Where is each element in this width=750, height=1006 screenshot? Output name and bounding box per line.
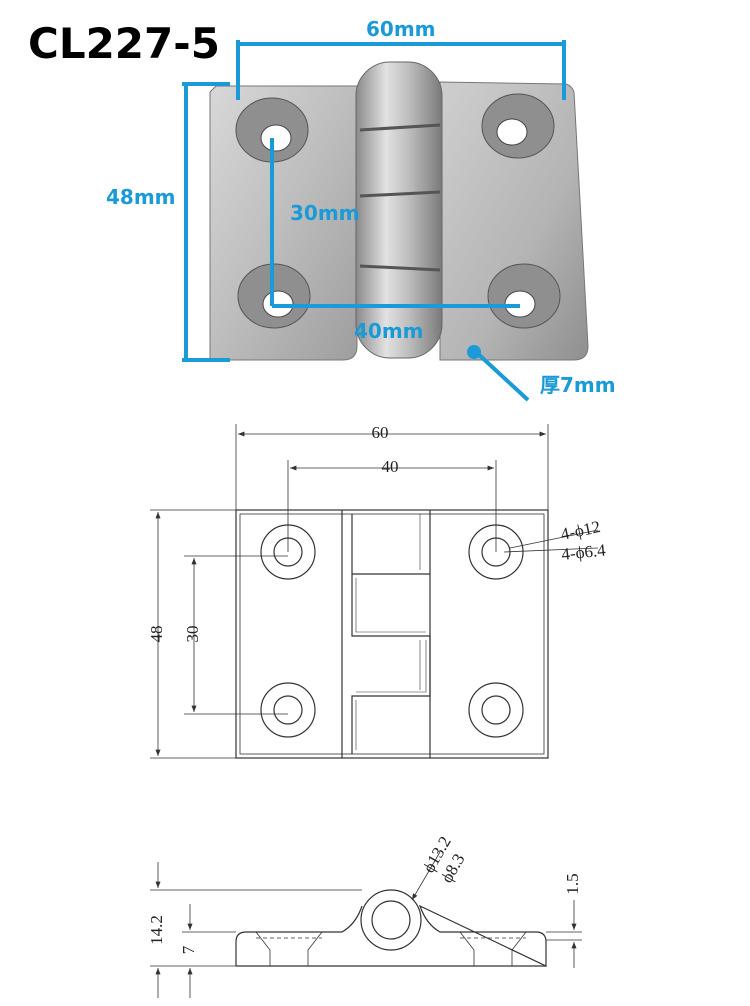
photo-height-label: 48mm xyxy=(106,185,176,209)
photo-dimension-lines xyxy=(182,40,566,402)
front-dim-60: 60 xyxy=(372,423,389,442)
photo-hole-br xyxy=(487,263,561,329)
front-hole-outer-label: 4-ϕ12 xyxy=(559,517,602,544)
side-dim-7: 7 xyxy=(179,945,198,954)
front-hole-inner-label: 4-ϕ6.4 xyxy=(560,540,607,564)
front-outline xyxy=(235,509,549,759)
photo-width-label: 60mm xyxy=(366,17,436,41)
model-title: CL227-5 xyxy=(28,19,220,68)
front-drawing xyxy=(150,424,599,759)
photo-hole-tr xyxy=(481,93,555,159)
knuckle-barrel xyxy=(355,61,443,359)
thickness-marker-dot xyxy=(467,345,481,359)
side-hole-left xyxy=(255,931,323,966)
front-dim-40: 40 xyxy=(382,457,399,476)
photo-thickness-label: 厚7mm xyxy=(540,373,616,397)
front-hole-br xyxy=(468,682,524,738)
side-pin-inner xyxy=(371,900,411,940)
side-dim-1-5: 1.5 xyxy=(563,873,582,894)
side-hole-right xyxy=(459,931,527,966)
side-pin-outer xyxy=(360,889,422,951)
photo-hole-horizontal-label: 40mm xyxy=(354,319,424,343)
side-profile xyxy=(235,904,547,967)
front-hole-bl xyxy=(260,682,316,738)
hinge-photo: 60mm 48mm 30mm 40mm 厚7mm xyxy=(106,17,616,402)
front-knuckle-profile xyxy=(351,514,431,754)
side-drawing xyxy=(150,851,582,998)
front-dim-30: 30 xyxy=(183,626,202,643)
side-dim-14-2: 14.2 xyxy=(147,915,166,945)
photo-hole-vertical-label: 30mm xyxy=(290,201,360,225)
front-dim-48: 48 xyxy=(147,626,166,643)
